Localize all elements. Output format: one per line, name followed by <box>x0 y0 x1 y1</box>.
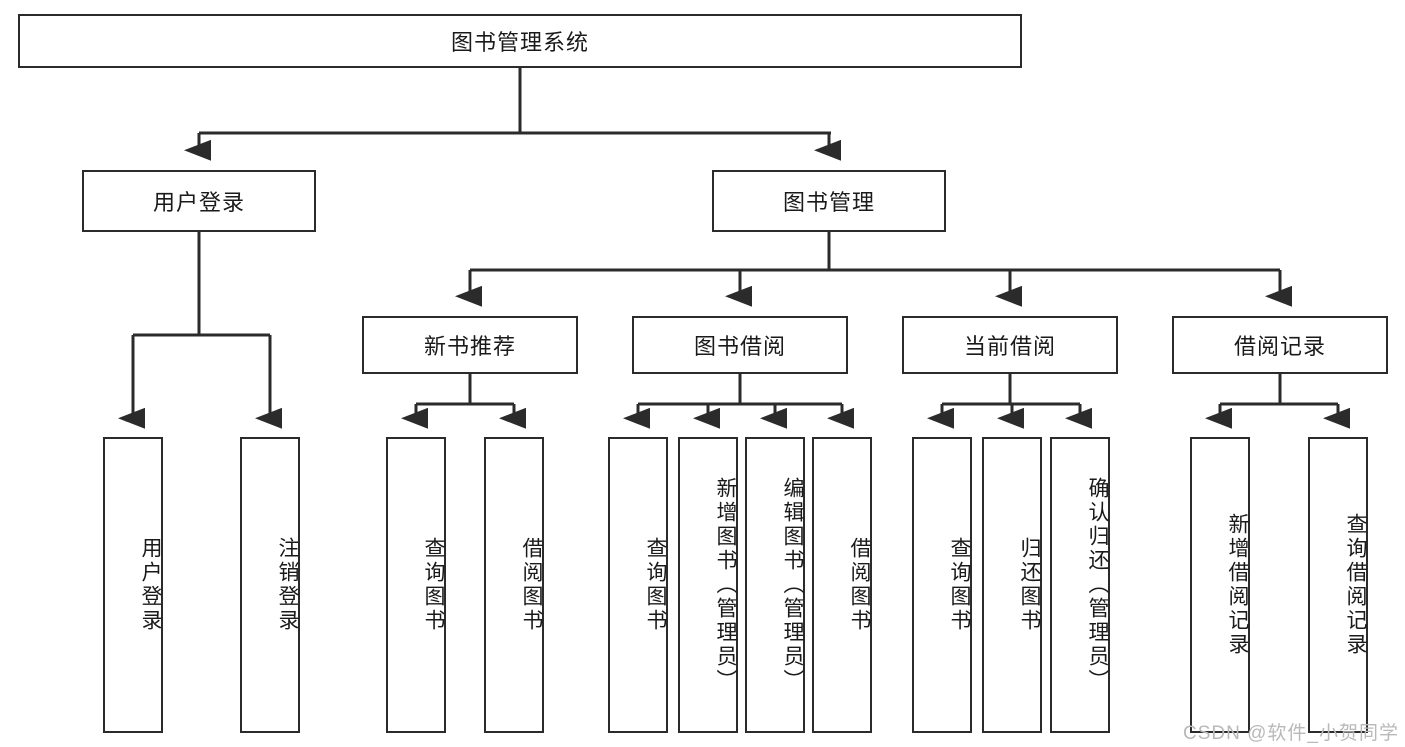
node-newrec[interactable]: 新书推荐 <box>362 316 578 374</box>
node-label: 注销登录 <box>276 537 299 633</box>
node-leaf02[interactable]: 注销登录 <box>240 437 300 733</box>
node-leaf13[interactable]: 查询借阅记录 <box>1308 437 1368 733</box>
node-leaf12[interactable]: 新增借阅记录 <box>1190 437 1250 733</box>
node-label: 查询借阅记录 <box>1344 513 1367 657</box>
node-label: 图书借阅 <box>693 334 786 359</box>
node-label: 查询图书 <box>644 537 667 633</box>
node-label: 借阅记录 <box>1233 334 1326 359</box>
node-label: 图书管理 <box>782 190 875 215</box>
node-label: 用户登录 <box>152 190 245 215</box>
node-leaf10[interactable]: 归还图书 <box>982 437 1042 733</box>
node-leaf04[interactable]: 借阅图书 <box>484 437 544 733</box>
node-login[interactable]: 用户登录 <box>82 170 316 232</box>
node-label: 借阅图书 <box>520 537 543 633</box>
node-leaf07[interactable]: 编辑图书（管理员） <box>745 437 805 733</box>
node-leaf09[interactable]: 查询图书 <box>912 437 972 733</box>
node-label: 编辑图书（管理员） <box>781 477 804 693</box>
node-leaf06[interactable]: 新增图书（管理员） <box>678 437 738 733</box>
node-label: 新增图书（管理员） <box>714 477 737 693</box>
node-label: 确认归还（管理员） <box>1086 477 1109 693</box>
node-label: 图书管理系统 <box>450 30 589 55</box>
node-label: 新增借阅记录 <box>1226 513 1249 657</box>
node-records[interactable]: 借阅记录 <box>1172 316 1388 374</box>
node-leaf03[interactable]: 查询图书 <box>386 437 446 733</box>
node-label: 借阅图书 <box>848 537 871 633</box>
node-leaf01[interactable]: 用户登录 <box>103 437 163 733</box>
node-label: 查询图书 <box>422 537 445 633</box>
node-label: 查询图书 <box>948 537 971 633</box>
node-borrow[interactable]: 图书借阅 <box>632 316 848 374</box>
node-label: 用户登录 <box>139 537 162 633</box>
node-root[interactable]: 图书管理系统 <box>18 14 1022 68</box>
node-label: 新书推荐 <box>423 334 516 359</box>
node-leaf11[interactable]: 确认归还（管理员） <box>1050 437 1110 733</box>
node-label: 归还图书 <box>1018 537 1041 633</box>
node-current[interactable]: 当前借阅 <box>902 316 1118 374</box>
node-leaf08[interactable]: 借阅图书 <box>812 437 872 733</box>
node-bookmgmt[interactable]: 图书管理 <box>712 170 946 232</box>
node-leaf05[interactable]: 查询图书 <box>608 437 668 733</box>
node-label: 当前借阅 <box>963 334 1056 359</box>
